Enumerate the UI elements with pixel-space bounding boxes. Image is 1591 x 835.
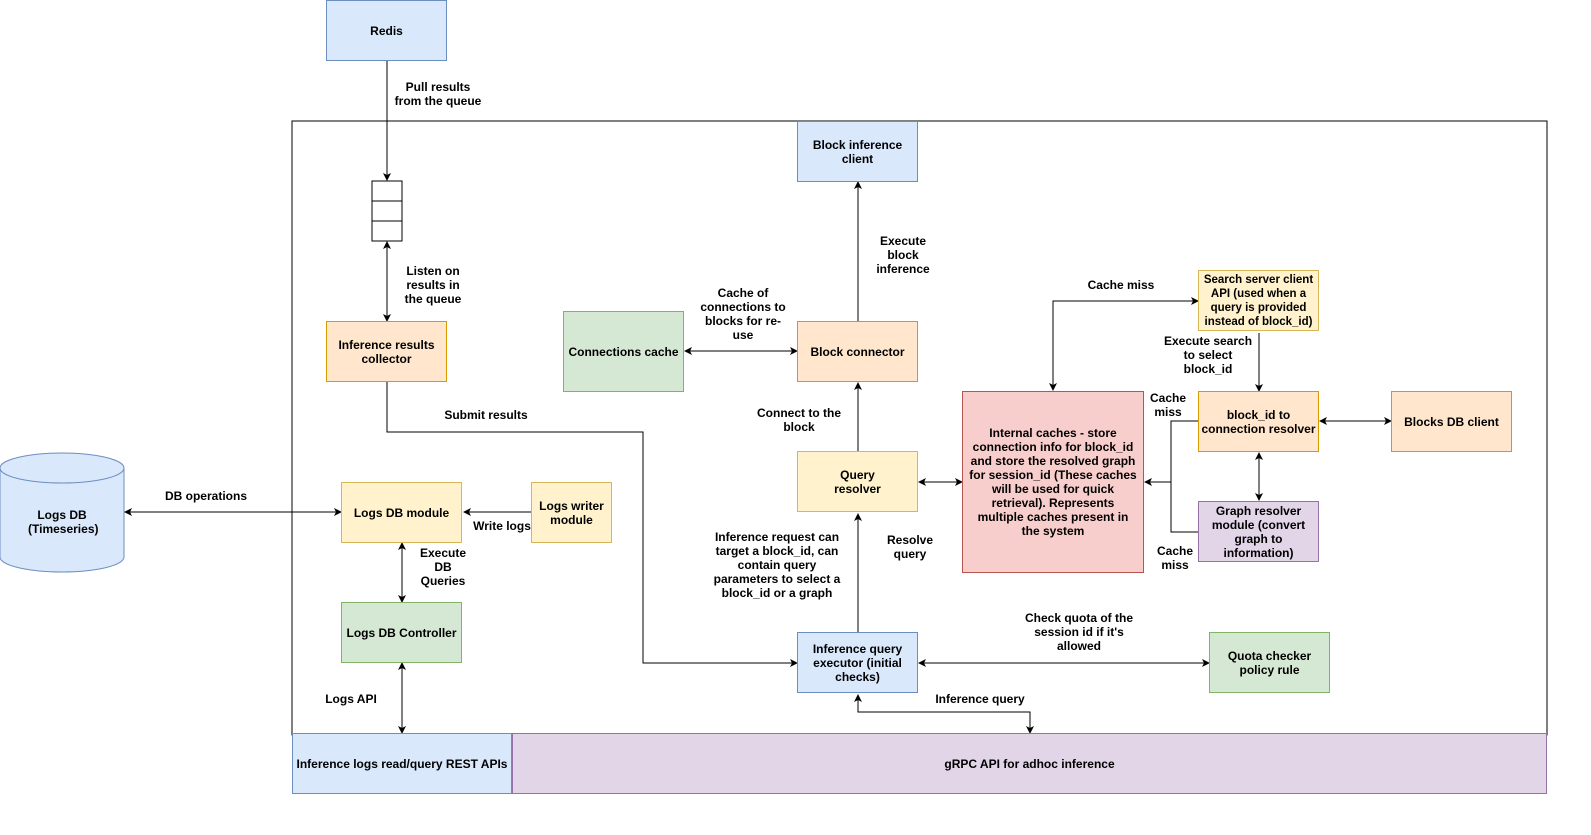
graph-resolver-node: Graph resolver module (convert graph to …: [1198, 501, 1319, 562]
label-cache-of-connections: Cache of connections to blocks for re- u…: [700, 286, 786, 342]
label-db-operations: DB operations: [164, 489, 247, 503]
search-server-client-node: Search server client API (used when a qu…: [1198, 270, 1319, 331]
query-resolver-node: Query resolver: [797, 451, 918, 512]
label-pull-results: Pull results from the queue: [394, 80, 482, 108]
system-boundary: [291, 120, 1548, 736]
inference-results-collector-node: Inference results collector: [326, 321, 447, 382]
label-execute-db-queries: Execute DB Queries: [419, 546, 467, 588]
label-connect-to-block: Connect to the block: [757, 406, 841, 434]
block-id-resolver-node: block_id to connection resolver: [1198, 391, 1319, 452]
grpc-api-node: gRPC API for adhoc inference: [512, 733, 1547, 794]
edge-cache-miss-resolvers: [1170, 420, 1199, 533]
inference-query-executor-node: Inference query executor (initial checks…: [797, 632, 918, 693]
label-cache-miss-bottom: Cache miss: [1156, 544, 1194, 572]
block-inference-client-node: Block inference client: [797, 121, 918, 182]
label-logs-api: Logs API: [325, 692, 377, 706]
quota-checker-node: Quota checker policy rule: [1209, 632, 1330, 693]
logs-db-label: Logs DB (Timeseries): [28, 508, 99, 536]
label-resolve-query: Resolve query: [886, 533, 934, 561]
logs-db-cylinder: [0, 452, 125, 573]
logs-db-controller-node: Logs DB Controller: [341, 602, 462, 663]
logs-db-module-node: Logs DB module: [341, 482, 462, 543]
label-execute-block-inference: Execute block inference: [876, 234, 930, 276]
internal-caches-node: Internal caches - store connection info …: [962, 391, 1144, 573]
label-check-quota: Check quota of the session id if it's al…: [1024, 611, 1133, 653]
logs-writer-module-node: Logs writer module: [531, 482, 612, 543]
label-cache-miss-top: Cache miss: [1087, 278, 1155, 292]
results-queue-icon: [371, 180, 403, 242]
label-submit-results: Submit results: [444, 408, 528, 422]
connections-cache-node: Connections cache: [563, 311, 684, 392]
redis-node: Redis: [326, 0, 447, 61]
edge-submit-results: [386, 382, 798, 667]
label-cache-miss-right: Cache miss: [1149, 391, 1187, 419]
label-inference-query: Inference query: [935, 692, 1025, 706]
edge-cache-miss-search: [1049, 297, 1199, 391]
label-write-logs: Write logs: [473, 519, 531, 533]
blocks-db-client-node: Blocks DB client: [1391, 391, 1512, 452]
rest-apis-node: Inference logs read/query REST APIs: [292, 733, 512, 794]
label-execute-search: Execute search to select block_id: [1163, 334, 1253, 376]
label-inference-request-note: Inference request can target a block_id,…: [713, 530, 841, 600]
block-connector-node: Block connector: [797, 321, 918, 382]
edge-inference-query: [854, 694, 1034, 734]
label-listen-results: Listen on results in the queue: [404, 264, 462, 306]
